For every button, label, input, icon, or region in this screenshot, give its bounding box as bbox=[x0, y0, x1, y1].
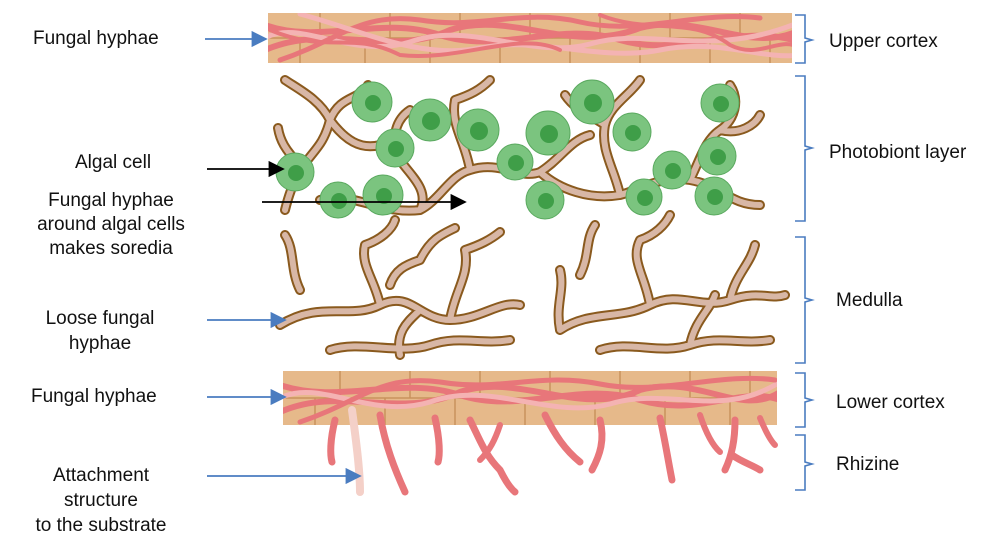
algal-cell bbox=[570, 80, 614, 124]
bracket-medulla bbox=[795, 237, 812, 363]
label-attachment-line1: Attachment bbox=[6, 465, 196, 487]
bracket-photobiont bbox=[795, 76, 812, 221]
label-loose-hyphae-line2: hyphae bbox=[15, 333, 185, 355]
algal-cell bbox=[352, 82, 392, 122]
bracket-rhizine bbox=[795, 435, 812, 490]
label-attachment-line3: to the substrate bbox=[6, 515, 196, 537]
label-loose-hyphae-line1: Loose fungal bbox=[15, 308, 185, 330]
label-lower-cortex: Lower cortex bbox=[836, 392, 945, 414]
label-upper-fungal-hyphae: Fungal hyphae bbox=[33, 28, 159, 50]
bracket-upper-cortex bbox=[795, 15, 812, 63]
algal-cell bbox=[457, 109, 499, 151]
label-photobiont-layer: Photobiont layer bbox=[829, 142, 966, 164]
bracket-lower-cortex bbox=[795, 373, 812, 427]
algal-cell bbox=[526, 181, 564, 219]
algal-cell bbox=[698, 137, 736, 175]
label-soredia-line3: makes soredia bbox=[16, 238, 206, 260]
algal-cell bbox=[409, 99, 451, 141]
label-rhizine: Rhizine bbox=[836, 454, 899, 476]
label-attachment-line2: structure bbox=[6, 490, 196, 512]
label-upper-cortex: Upper cortex bbox=[829, 31, 938, 53]
algal-cell bbox=[276, 153, 314, 191]
algal-cell bbox=[695, 177, 733, 215]
algal-cell bbox=[701, 84, 739, 122]
layer-brackets bbox=[795, 15, 812, 490]
algal-cell bbox=[526, 111, 570, 155]
label-algal-cell: Algal cell bbox=[75, 152, 151, 174]
photobiont-layer bbox=[276, 80, 760, 219]
label-medulla: Medulla bbox=[836, 290, 903, 312]
algal-cell bbox=[363, 175, 403, 215]
label-soredia-line2: around algal cells bbox=[16, 214, 206, 236]
algal-cell bbox=[613, 113, 651, 151]
algal-cell bbox=[653, 151, 691, 189]
algal-cell bbox=[626, 179, 662, 215]
algal-cell bbox=[497, 144, 533, 180]
medulla-layer bbox=[280, 215, 785, 355]
label-soredia-line1: Fungal hyphae bbox=[16, 190, 206, 212]
algal-cell bbox=[376, 129, 414, 167]
algal-cell bbox=[320, 182, 356, 218]
label-lower-fungal-hyphae: Fungal hyphae bbox=[31, 386, 157, 408]
upper-cortex-layer bbox=[265, 13, 800, 63]
